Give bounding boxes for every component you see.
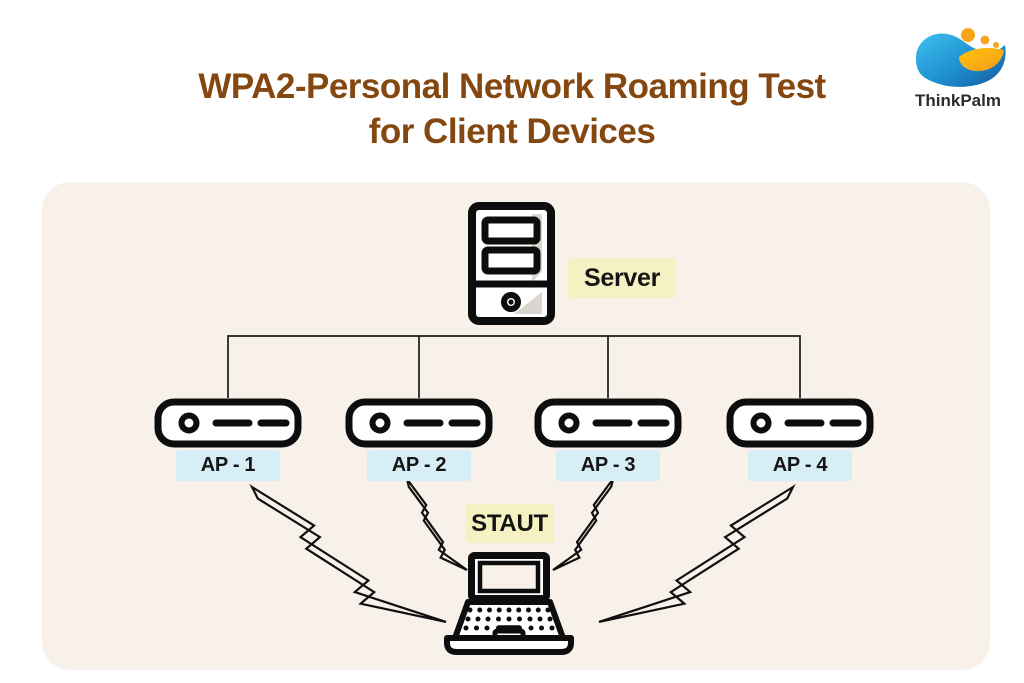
ap-2-label: AP - 2 <box>367 450 471 481</box>
access-point-icon-ap4 <box>730 402 870 444</box>
server-label: Server <box>568 258 676 298</box>
ap-1-label: AP - 1 <box>176 450 280 481</box>
thinkpalm-logo-icon <box>916 28 1006 87</box>
diagram-graphics <box>42 202 990 655</box>
lightning-bolt-icon-ap2 <box>406 478 468 571</box>
page-title-line1: WPA2-Personal Network Roaming Test <box>198 67 826 106</box>
access-point-icon-ap2 <box>349 402 489 444</box>
lightning-bolt-icon-ap3 <box>552 478 614 571</box>
thinkpalm-logo-text: ThinkPalm <box>915 91 1001 110</box>
access-point-icon-ap3 <box>538 402 678 444</box>
thinkpalm-logo: ThinkPalm <box>900 26 1016 111</box>
ap-4-label: AP - 4 <box>748 450 852 481</box>
lightning-bolt-icon-ap1 <box>250 485 448 624</box>
laptop-icon <box>444 552 574 655</box>
wired-connector-lines <box>227 335 801 398</box>
lightning-bolt-icon-ap4 <box>597 485 795 624</box>
staut-label: STAUT <box>465 504 554 543</box>
diagram-panel: Server AP - 1 AP - 2 AP - 3 AP - 4 STAUT <box>42 182 990 670</box>
page-title: WPA2-Personal Network Roaming Test for C… <box>0 64 1024 154</box>
access-point-icon-ap1 <box>158 402 298 444</box>
server-icon <box>468 202 555 325</box>
ap-3-label: AP - 3 <box>556 450 660 481</box>
page-title-line2: for Client Devices <box>368 112 656 151</box>
